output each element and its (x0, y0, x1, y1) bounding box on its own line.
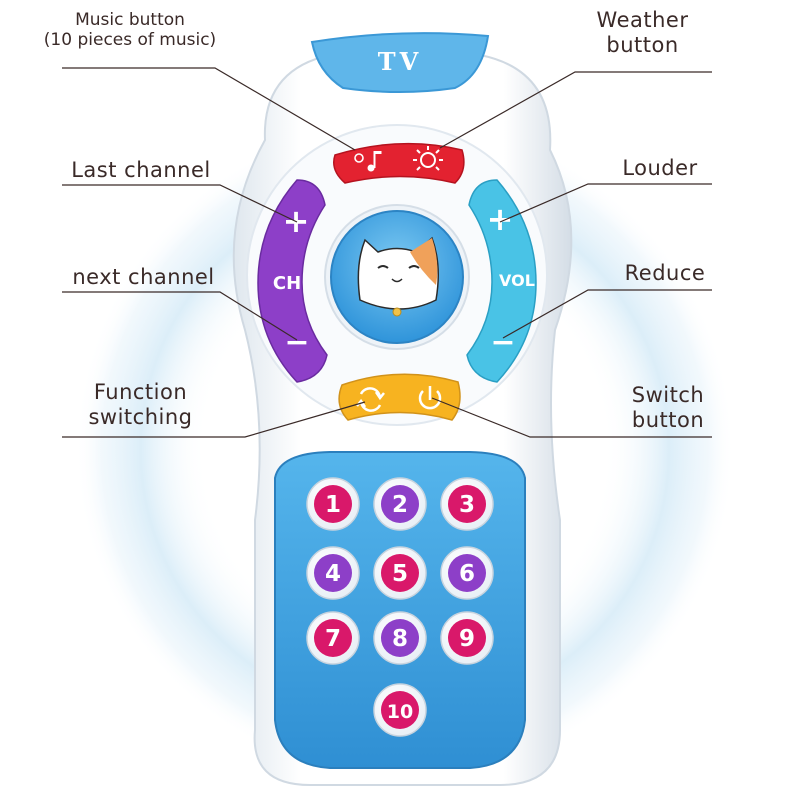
tv-logo: TV (378, 47, 422, 76)
number-key-7[interactable]: 7 (306, 611, 360, 665)
next-channel-callout-line (62, 291, 298, 341)
channel-minus-symbol[interactable]: − (284, 325, 309, 360)
number-key-face[interactable] (381, 619, 419, 657)
number-key-face[interactable] (381, 554, 419, 592)
reduce-callout-line (502, 289, 712, 339)
music-callout-line (62, 67, 356, 151)
volume-minus-symbol[interactable]: − (490, 325, 515, 360)
louder-callout-line (499, 183, 712, 223)
number-key-9[interactable]: 9 (440, 611, 494, 665)
last-channel-callout-line (62, 184, 298, 223)
function-switching-line1: Function (93, 380, 188, 404)
reduce-label: Reduce (610, 261, 720, 286)
number-key-label: 7 (325, 626, 341, 652)
last-channel-text: Last channel (71, 158, 211, 182)
next-channel-text: next channel (72, 265, 215, 289)
switch-button-label: Switch button (618, 383, 718, 433)
weather-button-line1: Weather (596, 8, 689, 32)
number-key-face[interactable] (448, 485, 486, 523)
sun-weather-icon[interactable] (413, 146, 443, 171)
number-key-label: 5 (392, 561, 408, 587)
callout-lines (62, 67, 712, 438)
switch-button-line1: Switch (631, 383, 705, 407)
volume-label: VOL (499, 271, 535, 290)
number-key-face[interactable] (448, 554, 486, 592)
function-power-button[interactable] (338, 373, 461, 421)
switch-button-line2: button (631, 408, 705, 433)
number-key-label: 9 (459, 626, 475, 652)
number-key-face[interactable] (314, 554, 352, 592)
number-key-6[interactable]: 6 (440, 546, 494, 600)
number-key-label: 6 (459, 561, 475, 587)
number-key-face[interactable] (314, 485, 352, 523)
function-switching-label: Function switching (78, 380, 203, 430)
number-key-label: 8 (392, 626, 408, 652)
number-key-5[interactable]: 5 (373, 546, 427, 600)
function-callout-line (62, 401, 366, 438)
reduce-text: Reduce (624, 261, 706, 285)
tv-top-cap (310, 32, 490, 93)
music-button-label: Music button (10 pieces of music) (30, 10, 230, 51)
toy-remote-control: TV (232, 32, 573, 786)
weather-button-label: Weather button (575, 8, 710, 58)
number-key-face[interactable] (381, 691, 419, 729)
function-switch-icon[interactable] (356, 387, 385, 412)
number-key-1[interactable]: 1 (306, 477, 360, 531)
weather-callout-line (439, 71, 712, 149)
volume-button[interactable]: + VOL − (466, 179, 537, 383)
number-key-face[interactable] (314, 619, 352, 657)
number-key-10[interactable]: 10 (373, 683, 427, 737)
number-key-8[interactable]: 8 (373, 611, 427, 665)
number-key-label: 2 (392, 492, 408, 518)
louder-label: Louder (610, 156, 710, 181)
number-key-label: 10 (387, 701, 413, 723)
number-key-4[interactable]: 4 (306, 546, 360, 600)
music-note-icon[interactable] (354, 151, 382, 172)
channel-label: CH (273, 273, 301, 294)
last-channel-label: Last channel (66, 158, 216, 183)
number-key-face[interactable] (381, 485, 419, 523)
louder-text: Louder (622, 156, 698, 180)
switch-callout-line (431, 397, 712, 438)
function-switching-line2: switching (88, 405, 193, 430)
next-channel-label: next channel (66, 265, 221, 290)
number-keypad (274, 451, 526, 769)
weather-button-line2: button (606, 33, 679, 58)
music-button-title: Music button (75, 10, 185, 30)
channel-button[interactable]: + CH − (257, 179, 328, 383)
number-key-label: 3 (459, 492, 475, 518)
music-weather-button[interactable] (333, 142, 465, 184)
volume-plus-symbol[interactable]: + (487, 200, 514, 238)
cat-face-icon (357, 236, 439, 317)
number-key-3[interactable]: 3 (440, 477, 494, 531)
music-button-subtitle: (10 pieces of music) (43, 30, 217, 51)
center-cat-button[interactable] (324, 204, 470, 350)
power-icon[interactable] (418, 386, 442, 410)
number-key-2[interactable]: 2 (373, 477, 427, 531)
number-key-label: 4 (325, 561, 341, 587)
number-key-label: 1 (325, 492, 341, 518)
number-key-face[interactable] (448, 619, 486, 657)
